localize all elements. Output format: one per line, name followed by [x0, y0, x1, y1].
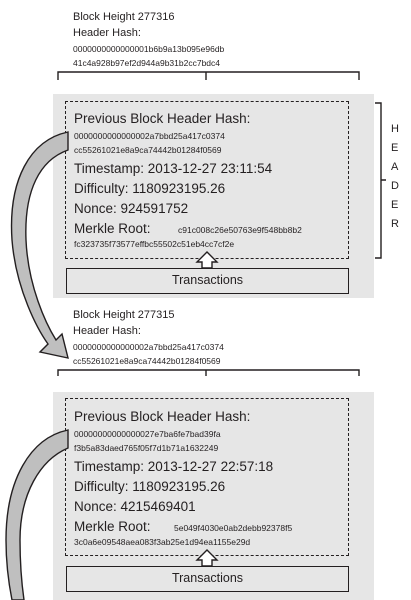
- difficulty-2: Difficulty: 1180923195.26: [74, 479, 226, 494]
- merkle-root-line1: c91c008c26e50763e9f548bb8b2: [178, 225, 302, 235]
- nonce: Nonce: 924591752: [74, 201, 189, 216]
- header-letter-r: R: [391, 218, 399, 230]
- transactions-box-2: Transactions: [66, 566, 349, 592]
- merkle-root-label-2: Merkle Root:: [74, 519, 151, 534]
- header-letter-h: H: [391, 123, 399, 135]
- merkle-arrow-2: [195, 549, 219, 567]
- block-height-label-2: Block Height 277315: [73, 309, 175, 321]
- block-277316: [53, 94, 374, 298]
- nonce-2: Nonce: 4215469401: [74, 499, 196, 514]
- transactions-label-2: Transactions: [171, 571, 244, 585]
- prev-hash-line1-2: 00000000000000027e7ba6fe7bad39fa: [74, 429, 221, 439]
- merkle-root-label: Merkle Root:: [74, 221, 151, 236]
- header-hash-line2: 41c4a928b97ef2d944a9b31b2cc7bdc4: [73, 58, 220, 68]
- hash-bracket-top: [57, 71, 360, 80]
- block-height-label: Block Height 277316: [73, 11, 175, 23]
- header-letter-a: A: [391, 161, 399, 173]
- prev-hash-label: Previous Block Header Hash:: [74, 111, 251, 126]
- block-277315: [53, 392, 374, 600]
- prev-hash-arrow-2: [5, 429, 69, 600]
- prev-hash-line2: cc55261021e8a9ca74442b01284f0569: [74, 145, 222, 155]
- prev-hash-line2-2: f3b5a83daed765f05f7d1b71a1632249: [74, 443, 219, 453]
- header-hash-line2-2: cc55261021e8a9ca74442b01284f0569: [73, 356, 221, 366]
- prev-hash-label-2: Previous Block Header Hash:: [74, 409, 251, 424]
- timestamp-2: Timestamp: 2013-12-27 22:57:18: [74, 459, 274, 474]
- merkle-root-line1-2: 5e049f4030e0ab2debb92378f5: [174, 523, 293, 533]
- merkle-root-line2: fc323735f73577effbc55502c51eb4cc7cf2e: [74, 239, 235, 249]
- transactions-label: Transactions: [171, 273, 244, 287]
- header-letter-e2: E: [391, 199, 399, 211]
- merkle-root-line2-2: 3c0a6e09548aea083f3ab25e1d94ea1155e29d: [74, 537, 251, 547]
- prev-hash-arrow-1: [10, 131, 69, 359]
- header-letter-d: D: [391, 180, 399, 192]
- header-letter-e: E: [391, 142, 399, 154]
- header-hash-label: Header Hash:: [73, 27, 141, 39]
- header-bracket: [375, 102, 386, 259]
- merkle-arrow-1: [195, 251, 219, 269]
- header-hash-label-2: Header Hash:: [73, 325, 141, 337]
- prev-hash-line1: 0000000000000002a7bbd25a417c0374: [74, 131, 225, 141]
- header-hash-line1: 0000000000000001b6b9a13b095e96db: [73, 44, 225, 54]
- timestamp: Timestamp: 2013-12-27 23:11:54: [74, 161, 273, 176]
- difficulty: Difficulty: 1180923195.26: [74, 181, 226, 196]
- transactions-box: Transactions: [66, 268, 349, 294]
- header-hash-line1-2: 0000000000000002a7bbd25a417c0374: [73, 342, 224, 352]
- hash-bracket-bottom: [57, 369, 360, 376]
